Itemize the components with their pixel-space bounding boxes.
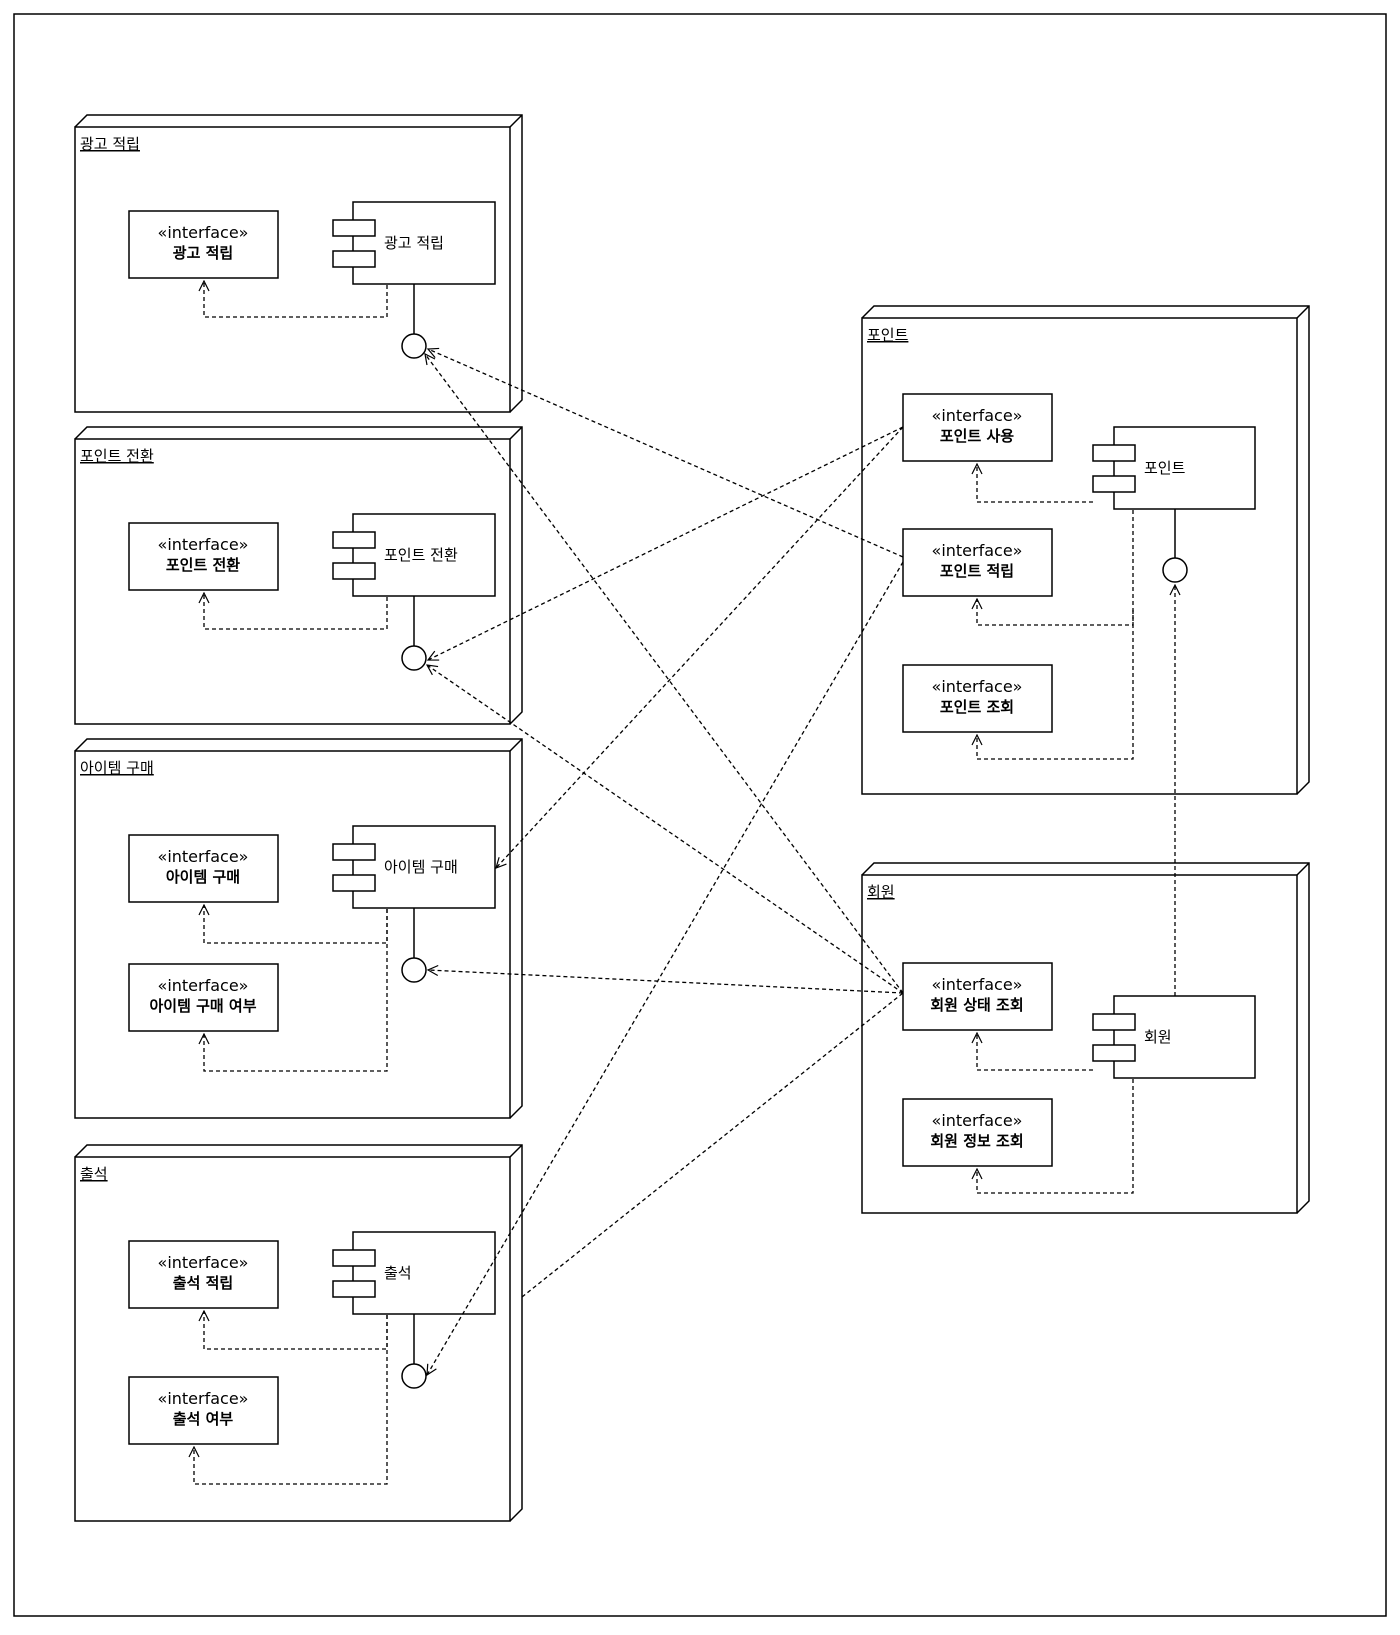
interface-box: «interface» 출석 여부 (128, 1376, 279, 1445)
interface-name: 출석 여부 (173, 1410, 234, 1428)
interface-stereotype: «interface» (158, 1253, 249, 1272)
component-label: 포인트 전환 (384, 546, 458, 564)
component-label: 광고 적립 (384, 234, 444, 252)
interface-box: «interface» 회원 정보 조회 (902, 1098, 1053, 1167)
interface-stereotype: «interface» (158, 847, 249, 866)
interface-stereotype: «interface» (932, 406, 1023, 425)
interface-stereotype: «interface» (158, 1389, 249, 1408)
interface-stereotype: «interface» (932, 1111, 1023, 1130)
node-title-point: 포인트 (867, 326, 909, 344)
interface-box: «interface» 포인트 전환 (128, 522, 279, 591)
interface-box: «interface» 출석 적립 (128, 1240, 279, 1309)
interface-box: «interface» 회원 상태 조회 (902, 962, 1053, 1031)
component-point (1092, 426, 1256, 583)
component-label: 아이템 구매 (384, 858, 458, 876)
node-title-att: 출석 (80, 1165, 108, 1183)
component-conv (332, 513, 496, 671)
interface-box: «interface» 광고 적립 (128, 210, 279, 279)
node-title-member: 회원 (867, 883, 895, 901)
interface-box: «interface» 포인트 조회 (902, 664, 1053, 733)
interface-name: 출석 적립 (173, 1274, 233, 1292)
interface-name: 광고 적립 (173, 244, 233, 262)
component-item (332, 825, 496, 983)
component-ad (332, 201, 496, 359)
interface-name: 포인트 전환 (166, 556, 240, 574)
interface-name: 아이템 구매 여부 (149, 997, 256, 1015)
interface-stereotype: «interface» (158, 223, 249, 242)
interface-name: 포인트 사용 (940, 427, 1014, 445)
component-label: 회원 (1144, 1028, 1172, 1046)
interface-stereotype: «interface» (932, 541, 1023, 560)
node-title-conv: 포인트 전환 (80, 447, 154, 465)
node-title-ad: 광고 적립 (80, 135, 140, 153)
interface-box: «interface» 포인트 사용 (902, 393, 1053, 462)
outer-frame (13, 13, 1387, 1617)
interface-box: «interface» 아이템 구매 (128, 834, 279, 903)
interface-name: 포인트 적립 (940, 562, 1014, 580)
interface-name: 회원 상태 조회 (930, 996, 1023, 1014)
interface-stereotype: «interface» (158, 976, 249, 995)
interface-stereotype: «interface» (158, 535, 249, 554)
component-member (1092, 995, 1256, 1079)
interface-stereotype: «interface» (932, 677, 1023, 696)
interface-box: «interface» 아이템 구매 여부 (128, 963, 279, 1032)
component-label: 포인트 (1144, 459, 1186, 477)
interface-name: 포인트 조회 (940, 698, 1014, 716)
node-title-item: 아이템 구매 (80, 759, 154, 777)
interface-name: 아이템 구매 (166, 868, 240, 886)
interface-name: 회원 정보 조회 (930, 1132, 1023, 1150)
node-att (74, 1144, 523, 1522)
dependency-lines (425, 349, 904, 1375)
interface-box: «interface» 포인트 적립 (902, 528, 1053, 597)
interface-stereotype: «interface» (932, 975, 1023, 994)
node-item (74, 738, 523, 1119)
component-label: 출석 (384, 1264, 412, 1282)
